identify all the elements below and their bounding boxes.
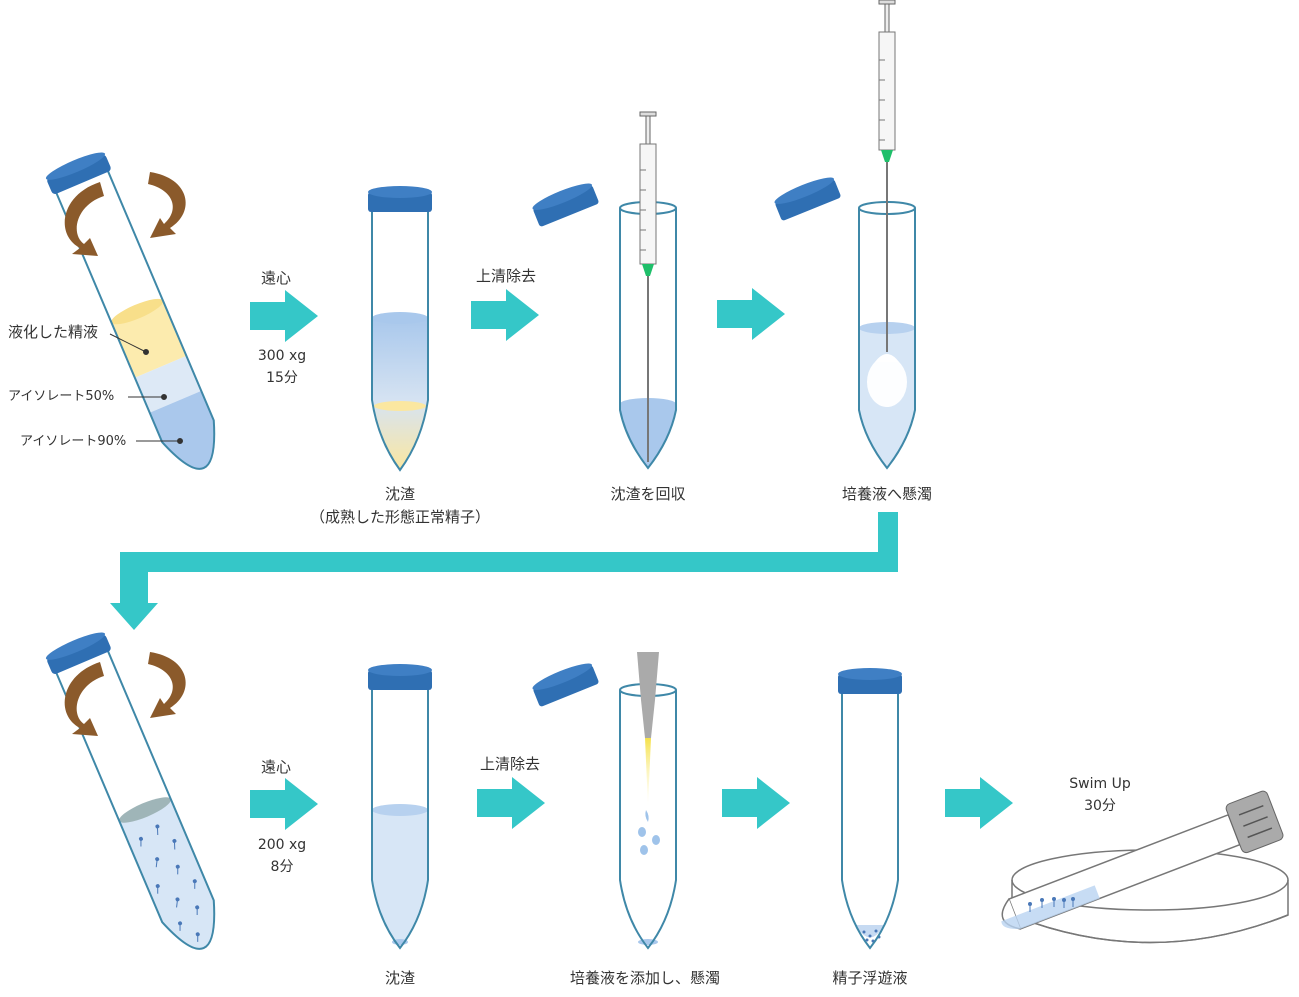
process-arrow-top-2 xyxy=(471,289,539,341)
top-step1-action: 遠心 xyxy=(260,269,292,287)
label-isolate-90: アイソレート90% xyxy=(20,434,127,449)
rotation-arrows-icon xyxy=(64,172,186,256)
process-arrow-bottom-1 xyxy=(250,778,318,830)
process-arrow-top-3 xyxy=(717,288,785,340)
swim-up-time: 30分 xyxy=(1084,798,1116,814)
process-arrow-top-1 xyxy=(250,290,318,342)
bottom-step1-speed: 200 xg xyxy=(257,837,307,853)
bottom-step2-action: 上清除去 xyxy=(479,755,541,773)
bottom-tube4-caption: 精子浮遊液 xyxy=(832,969,908,987)
tube-top-2 xyxy=(368,186,432,472)
tube-top-4 xyxy=(858,201,916,470)
bottom-step1-time: 8分 xyxy=(270,859,294,875)
top-tube4-caption: 培養液へ懸濁 xyxy=(841,485,933,503)
syringe-icon-2 xyxy=(878,0,896,352)
rotation-arrows-icon-2 xyxy=(64,652,186,736)
top-tube3-caption: 沈渣を回収 xyxy=(610,485,686,503)
open-cap-icon xyxy=(532,183,599,227)
bottom-tube2-caption: 沈渣 xyxy=(384,969,416,987)
tilted-tube-top xyxy=(45,152,230,480)
process-arrow-bottom-4 xyxy=(945,777,1013,829)
swim-up-title: Swim Up xyxy=(1069,776,1131,792)
process-arrow-bottom-2 xyxy=(477,777,545,829)
swim-up-dish-icon xyxy=(1001,790,1289,944)
tube-bottom-2 xyxy=(368,664,432,950)
pipette-tip-icon xyxy=(637,652,660,855)
bottom-tube3-caption: 培養液を添加し、懸濁 xyxy=(569,969,721,987)
top-step1-speed: 300 xg xyxy=(257,348,307,364)
row-connector-arrow xyxy=(110,512,898,630)
label-liquefied-semen: 液化した精液 xyxy=(8,323,99,341)
tube1-leader-lines xyxy=(109,333,183,444)
top-step1-time: 15分 xyxy=(266,370,298,386)
top-step2-action: 上清除去 xyxy=(475,267,537,285)
tube-bottom-4 xyxy=(838,668,902,950)
label-isolate-50: アイソレート50% xyxy=(8,389,115,404)
bottom-step1-action: 遠心 xyxy=(260,758,292,776)
syringe-icon xyxy=(639,111,657,462)
open-cap-icon-2 xyxy=(774,177,841,221)
top-tube2-caption-line2: （成熟した形態正常精子） xyxy=(309,508,491,526)
open-cap-icon-3 xyxy=(532,663,599,707)
process-arrow-bottom-3 xyxy=(722,777,790,829)
top-tube2-caption-line1: 沈渣 xyxy=(384,485,416,503)
